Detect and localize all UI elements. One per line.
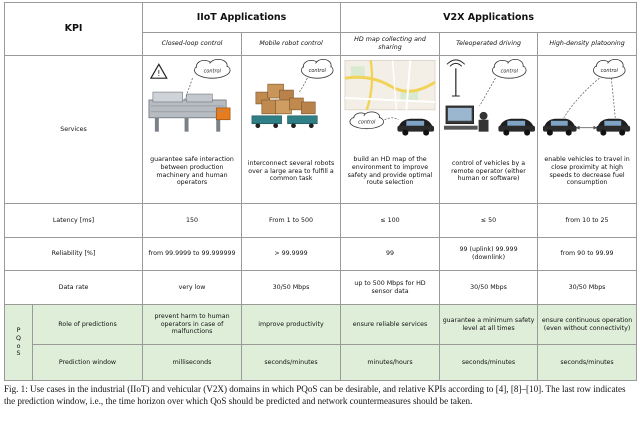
reliability-label: Reliability [%]	[3, 237, 144, 271]
usecase-platooning: High-density platooning	[537, 32, 638, 56]
svg-text:control: control	[309, 68, 327, 74]
warning-icon	[149, 63, 168, 79]
prediction-window-label: Prediction window	[31, 344, 144, 381]
data-rate-hd-map: up to 500 Mbps for HD sensor data	[340, 270, 441, 305]
services-cell-platooning: control e	[537, 55, 638, 204]
services-text-platooning: enable vehicles to travel in close proxi…	[544, 156, 630, 187]
teleoperated-illustration: control	[443, 59, 536, 136]
svg-text:control: control	[601, 68, 619, 74]
industrial-machine-illustration: ! control	[148, 58, 231, 132]
role-platooning: ensure continuous operation (even withou…	[537, 304, 638, 345]
window-closed-loop: milliseconds	[142, 344, 243, 381]
mobile-robots-illustration: control	[251, 58, 334, 129]
services-text-mobile-robot: interconnect several robots over a large…	[247, 159, 335, 183]
kpi-header: KPI	[3, 2, 144, 56]
window-hd-map: minutes/hours	[340, 344, 441, 381]
latency-teleoperated: ≤ 50	[439, 203, 539, 238]
iiot-group-header: IIoT Applications	[142, 2, 342, 33]
services-cell-hd-map: control build an HD map of the environme…	[340, 55, 441, 204]
svg-text:control: control	[358, 120, 376, 126]
window-platooning: seconds/minutes	[537, 344, 638, 381]
usecase-mobile-robot: Mobile robot control	[241, 32, 342, 56]
data-rate-label: Data rate	[3, 270, 144, 305]
services-text-closed-loop: guarantee safe interaction between produ…	[150, 156, 234, 187]
svg-text:control: control	[204, 68, 222, 74]
cloud-icon: control	[593, 58, 626, 79]
reliability-mobile-robot: > 99.9999	[241, 237, 342, 271]
antenna-icon	[446, 59, 466, 97]
cloud-icon: control	[492, 59, 527, 79]
latency-label: Latency [ms]	[3, 203, 144, 238]
data-rate-platooning: 30/50 Mbps	[537, 270, 638, 305]
services-text-hd-map: build an HD map of the environment to im…	[347, 156, 433, 187]
usecase-closed-loop: Closed-loop control	[142, 32, 243, 56]
reliability-teleoperated: 99 (uplink) 99.999 (downlink)	[439, 237, 539, 271]
latency-mobile-robot: From 1 to 500	[241, 203, 342, 238]
svg-text:control: control	[501, 68, 519, 74]
car-icon	[397, 118, 435, 136]
cloud-icon: control	[301, 58, 334, 79]
data-rate-closed-loop: very low	[142, 270, 243, 305]
car-icon	[498, 118, 536, 136]
v2x-group-header: V2X Applications	[340, 2, 638, 33]
pqos-group-label: P Q o S	[4, 304, 33, 381]
reliability-closed-loop: from 99.9999 to 99.999999	[142, 237, 243, 271]
role-teleoperated: guarantee a minimum safety level at all …	[439, 304, 539, 345]
latency-closed-loop: 150	[142, 203, 243, 238]
usecase-hd-map: HD map collecting and sharing	[340, 32, 441, 56]
role-closed-loop: prevent harm to human operators in case …	[142, 304, 243, 345]
svg-text:!: !	[157, 69, 160, 78]
data-rate-teleoperated: 30/50 Mbps	[439, 270, 539, 305]
hd-map-illustration: control	[344, 60, 436, 136]
platooning-illustration: control	[542, 58, 631, 136]
car-icon	[596, 118, 631, 136]
reliability-hd-map: 99	[340, 237, 441, 271]
data-rate-mobile-robot: 30/50 Mbps	[241, 270, 342, 305]
role-of-predictions-label: Role of predictions	[31, 304, 144, 345]
window-teleoperated: seconds/minutes	[439, 344, 539, 381]
services-cell-mobile-robot: control interconnect several robots over…	[241, 55, 342, 204]
services-label: Services	[3, 55, 144, 204]
latency-platooning: from 10 to 25	[537, 203, 638, 238]
services-text-teleoperated: control of vehicles by a remote operator…	[451, 159, 526, 183]
remote-operator-icon	[443, 105, 489, 132]
services-cell-teleoperated: control control of vehicles by a r	[439, 55, 539, 204]
cloud-icon: control	[194, 58, 231, 79]
reliability-platooning: from 90 to 99.99	[537, 237, 638, 271]
cloud-icon: control	[349, 111, 384, 130]
figure-caption: Fig. 1: Use cases in the industrial (IIo…	[4, 384, 626, 406]
role-mobile-robot: improve productivity	[241, 304, 342, 345]
services-cell-closed-loop: ! control guarantee safe	[142, 55, 243, 204]
window-mobile-robot: seconds/minutes	[241, 344, 342, 381]
role-hd-map: ensure reliable services	[340, 304, 441, 345]
usecase-teleoperated: Teleoperated driving	[439, 32, 539, 56]
car-icon	[542, 118, 577, 136]
kpi-table: KPI IIoT Applications V2X Applications C…	[3, 2, 638, 381]
latency-hd-map: ≤ 100	[340, 203, 441, 238]
